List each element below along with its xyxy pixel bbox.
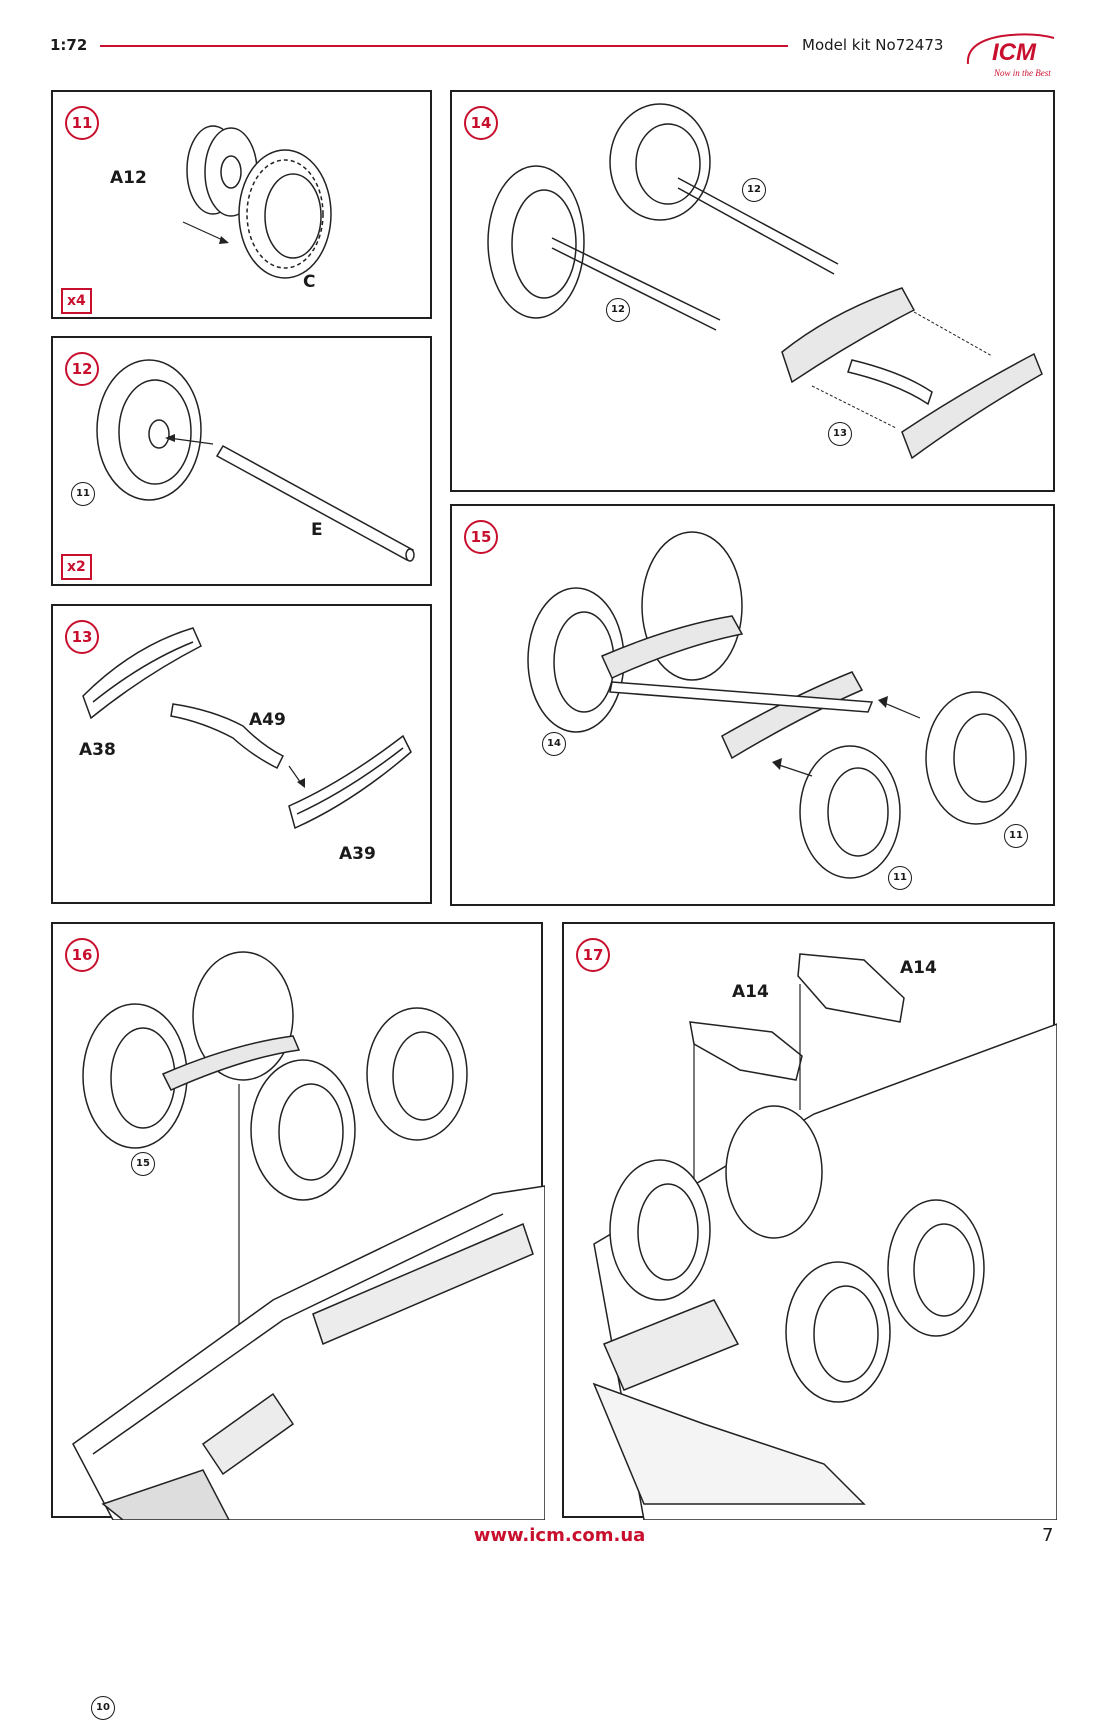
wheel-left-drawing [487, 165, 585, 319]
label-a38: A38 [79, 740, 116, 760]
wheel-right-drawing [609, 103, 711, 221]
label-a12: A12 [110, 168, 147, 188]
step-14-badge: 14 [464, 106, 498, 140]
label-a49: A49 [249, 710, 286, 730]
tyre-drawing [238, 149, 332, 279]
axle-drawing [215, 444, 415, 562]
step-15-badge: 15 [464, 520, 498, 554]
ref-11-right: 11 [1004, 824, 1028, 848]
axle-shafts-drawing [551, 177, 839, 331]
spring-a38-drawing [82, 627, 202, 720]
axle-a49-drawing [170, 703, 285, 770]
ref-11-bottom: 11 [888, 866, 912, 890]
ref-12-left: 12 [606, 298, 630, 322]
step-14-panel: 14 12 12 13 [450, 90, 1055, 492]
step-16-badge: 16 [65, 938, 99, 972]
spring-a39-drawing [288, 734, 412, 830]
step-13-panel: 13 A38 A49 A39 [51, 604, 432, 904]
ref-12-right: 12 [742, 178, 766, 202]
ref-13: 13 [828, 422, 852, 446]
header-rule [100, 45, 788, 47]
multiplier-x2: x2 [61, 554, 92, 580]
ref-15: 15 [131, 1152, 155, 1176]
ref-10: 10 [91, 1696, 115, 1720]
label-a39: A39 [339, 844, 376, 864]
multiplier-x4: x4 [61, 288, 92, 314]
label-c: C [303, 272, 316, 292]
assembled-chassis-drawing [592, 1023, 1057, 1520]
front-wheels-drawing [799, 691, 1027, 879]
scale-label: 1:72 [50, 36, 88, 54]
cover-a14-right-drawing [797, 953, 905, 1023]
svg-text:ICM: ICM [992, 39, 1037, 66]
step-11-badge: 11 [65, 106, 99, 140]
wheel-drawing [96, 359, 202, 501]
step-12-panel: 12 11 E x2 [51, 336, 432, 586]
step-11-panel: 11 A12 C x4 [51, 90, 432, 319]
icm-logo: ICM Now in the Best [962, 30, 1062, 82]
chassis-drawing [72, 1185, 545, 1520]
step-15-panel: 15 14 11 11 [450, 504, 1055, 906]
website-url[interactable]: www.icm.com.ua [473, 1525, 646, 1546]
ref-11: 11 [71, 482, 95, 506]
bogie-frame-drawing [601, 615, 874, 760]
cover-a14-left-drawing [689, 1021, 803, 1081]
svg-text:Now in the Best: Now in the Best [993, 68, 1051, 78]
step-17-panel: 17 A14 A14 [562, 922, 1057, 1520]
kit-number: Model kit No72473 [802, 36, 944, 54]
step-17-badge: 17 [576, 938, 610, 972]
wheel-bogie-drawing [82, 951, 468, 1201]
ref-14: 14 [542, 732, 566, 756]
label-a14-right: A14 [900, 958, 937, 978]
step-13-badge: 13 [65, 620, 99, 654]
label-a14-left: A14 [732, 982, 769, 1002]
page-number: 7 [1042, 1525, 1054, 1546]
spring-assembly-drawing [781, 287, 1043, 460]
label-e: E [311, 520, 323, 540]
step-16-panel: 16 15 10 [51, 922, 545, 1720]
step-12-badge: 12 [65, 352, 99, 386]
